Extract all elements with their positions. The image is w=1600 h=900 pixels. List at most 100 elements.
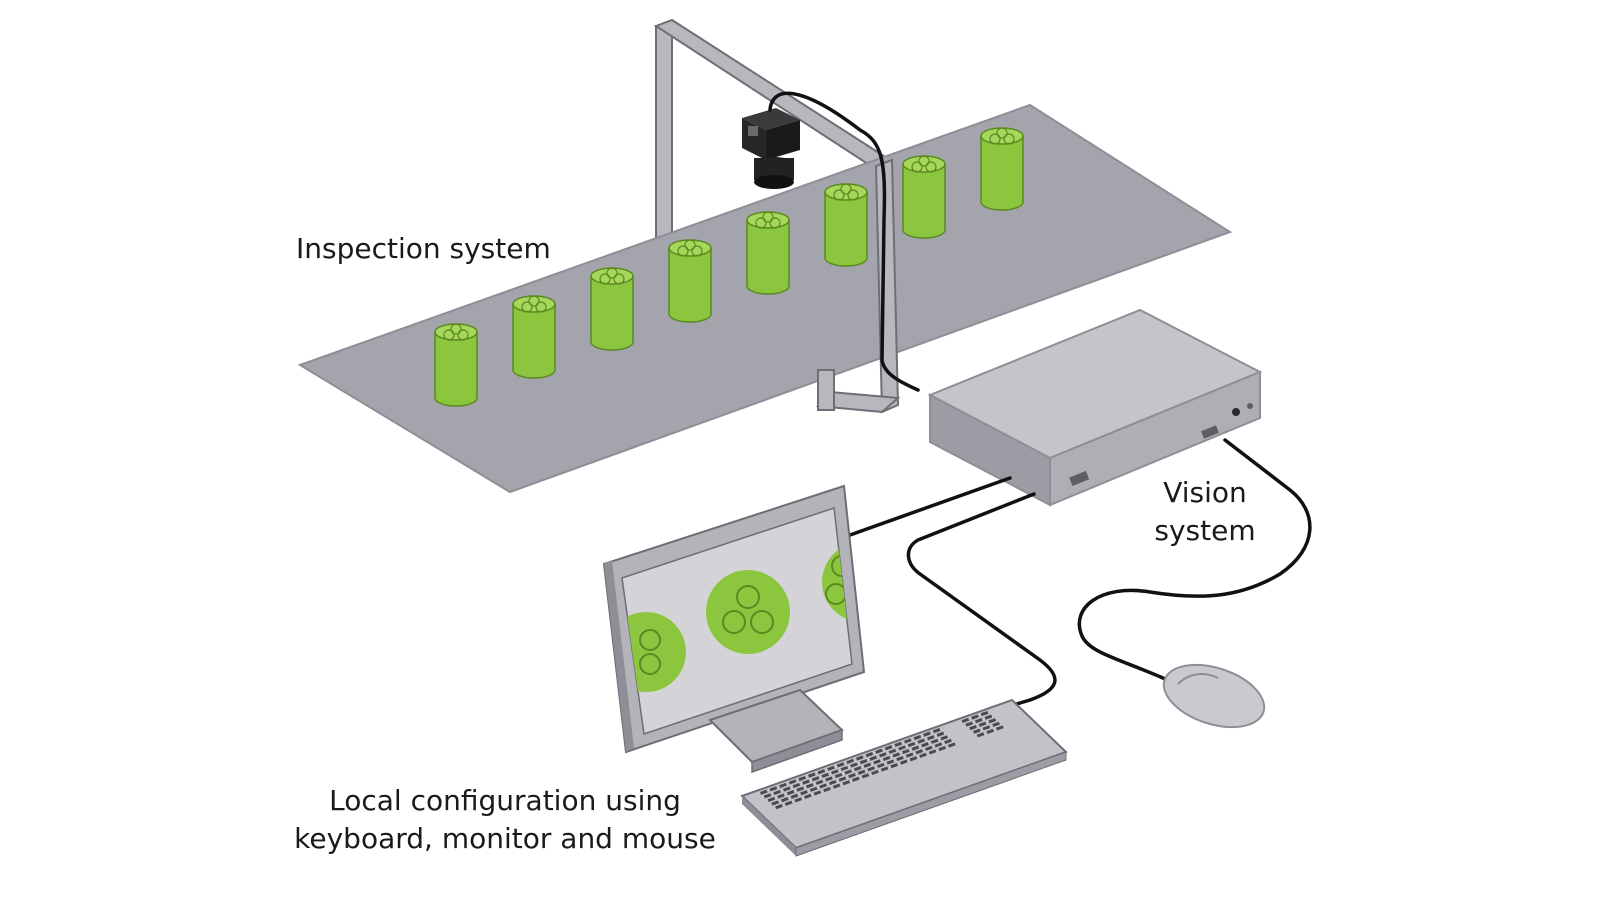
monitor-cable — [848, 476, 1012, 537]
keyboard-key — [779, 782, 787, 789]
keyboard-key — [823, 786, 831, 793]
keyboard-key — [898, 745, 906, 751]
keyboard-key — [921, 742, 929, 748]
keyboard-key — [777, 793, 785, 799]
keyboard-key — [767, 796, 776, 803]
keyboard-keys — [760, 710, 1004, 810]
keyboard-key — [796, 786, 805, 792]
keyboard-key — [988, 718, 997, 724]
can — [980, 127, 1024, 211]
keyboard-key — [965, 721, 974, 727]
cables — [768, 91, 1312, 708]
keyboard-key — [879, 752, 887, 758]
keyboard-key — [853, 766, 862, 772]
keyboard-key — [834, 772, 843, 779]
can — [590, 267, 634, 351]
keyboard-key — [769, 786, 778, 792]
keyboard-key — [803, 793, 812, 799]
keyboard-key — [907, 741, 916, 748]
keyboard-key — [775, 804, 783, 810]
keyboard-key — [844, 769, 853, 775]
keyboard-key — [871, 769, 879, 776]
keyboard-key — [786, 790, 795, 796]
keyboard-key — [924, 745, 933, 751]
keyboard-key — [876, 762, 885, 769]
keyboard-key — [919, 752, 927, 758]
mouse-cable — [1077, 438, 1312, 684]
keyboard-key — [944, 738, 952, 745]
keyboard — [740, 698, 1068, 857]
keyboard-key — [961, 717, 970, 724]
keyboard-key — [932, 728, 941, 734]
keyboard-key — [892, 752, 901, 758]
keyboard-key — [838, 776, 847, 782]
keyboard-key — [760, 789, 768, 795]
vision-system-box — [927, 308, 1263, 507]
keyboard-key — [986, 728, 995, 735]
keyboard-key — [992, 721, 1000, 727]
keyboard-key — [875, 748, 883, 754]
can — [512, 295, 556, 379]
keyboard-key — [890, 763, 899, 769]
keyboard-key — [978, 721, 987, 727]
keyboard-key — [806, 783, 814, 789]
keyboard-key — [836, 762, 845, 768]
keyboard-key — [788, 779, 797, 785]
keyboard-key — [811, 776, 820, 782]
keyboard-key — [973, 728, 981, 734]
keyboard-key — [773, 789, 782, 796]
keyboard-key — [886, 759, 895, 765]
keyboard-key — [859, 759, 868, 765]
keyboard-key — [828, 779, 837, 786]
keyboard-key — [867, 766, 876, 772]
keyboard-key — [792, 782, 801, 789]
keyboard-key — [771, 800, 780, 806]
keyboard-key — [900, 759, 908, 765]
keyboard-key — [930, 738, 939, 744]
local-configuration-label: Local configuration using keyboard, moni… — [290, 782, 720, 858]
keyboard-key — [784, 800, 793, 806]
can — [824, 183, 868, 267]
keyboard-key — [856, 755, 864, 761]
keyboard-key — [884, 745, 893, 751]
vision-system-label: Vision system — [1140, 474, 1270, 550]
keyboard-key — [825, 776, 833, 782]
keyboard-key — [904, 738, 912, 744]
keyboard-key — [800, 790, 808, 796]
keyboard-key — [782, 786, 791, 792]
keyboard-key — [980, 710, 989, 717]
keyboard-key — [802, 779, 810, 785]
keyboard-key — [936, 731, 945, 737]
keyboard-key — [842, 780, 851, 786]
keyboard-key — [969, 725, 977, 731]
keyboard-key — [790, 793, 799, 799]
keyboard-key — [905, 752, 914, 758]
keyboard-cable — [906, 492, 1057, 708]
keyboard-key — [850, 762, 858, 768]
keyboard-key — [815, 779, 824, 785]
keyboard-key — [781, 797, 789, 803]
keyboard-key — [948, 742, 956, 748]
keyboard-key — [832, 783, 841, 789]
keyboard-key — [917, 738, 926, 744]
vision-label-line1: Vision — [1163, 476, 1247, 509]
local-label-line2: keyboard, monitor and mouse — [294, 822, 716, 855]
keyboard-key — [901, 748, 910, 755]
camera-cable — [768, 91, 920, 392]
keyboard-key — [982, 725, 991, 731]
keyboard-key — [869, 755, 878, 761]
inspection-system-label: Inspection system — [296, 232, 551, 265]
keyboard-key — [911, 745, 920, 751]
keyboard-key — [913, 734, 922, 741]
cans-group — [434, 127, 1024, 407]
keyboard-key — [817, 769, 826, 775]
keyboard-key — [888, 748, 897, 754]
keyboard-key — [840, 765, 849, 772]
keyboard-key — [848, 773, 856, 779]
keyboard-key — [938, 745, 947, 752]
keyboard-key — [809, 786, 818, 792]
keyboard-key — [915, 749, 924, 755]
keyboard-key — [827, 765, 835, 771]
keyboard-key — [896, 755, 904, 762]
